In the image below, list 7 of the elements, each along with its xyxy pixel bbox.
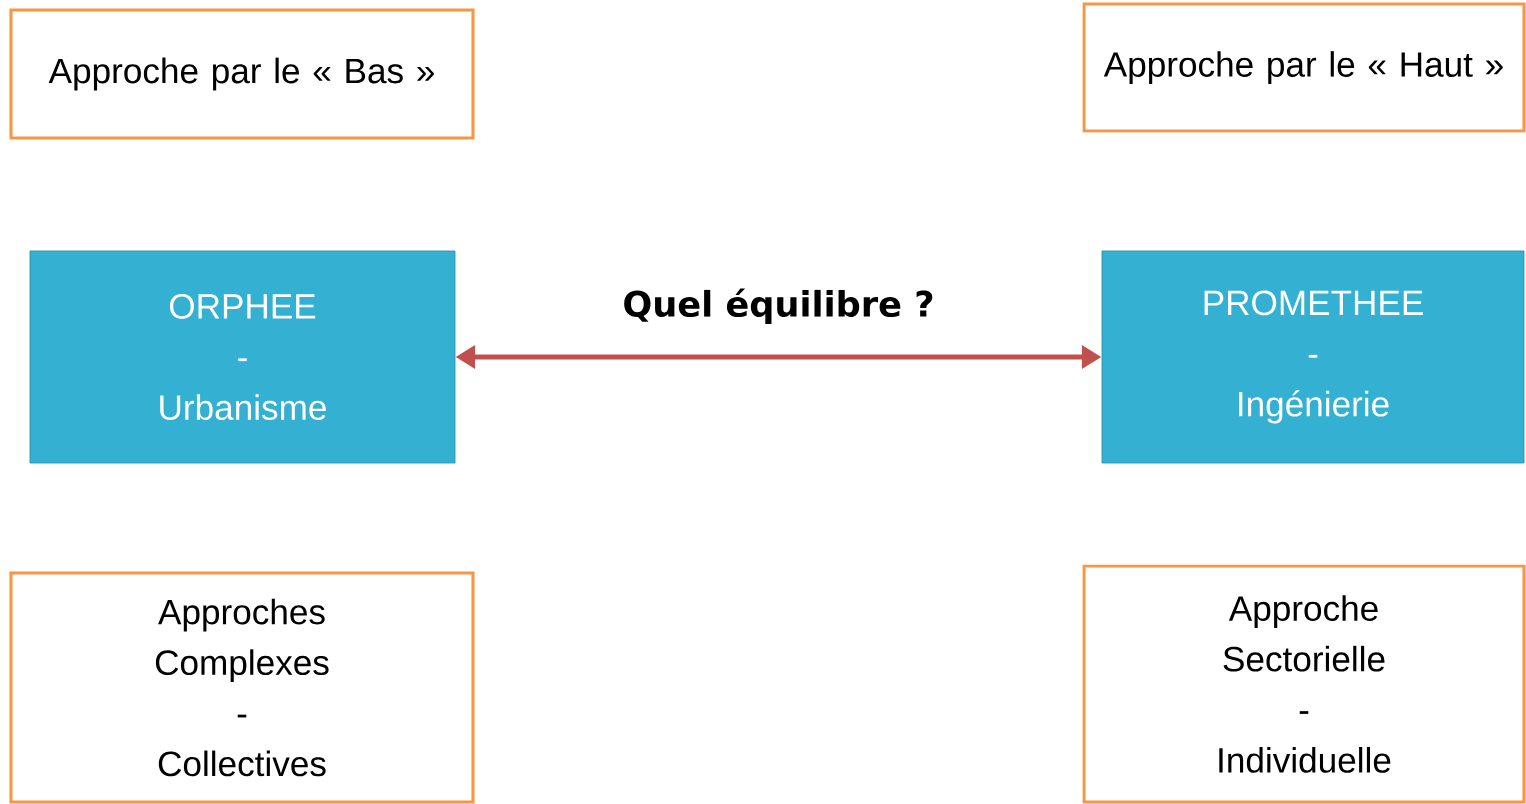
edge-label: Quel équilibre ? bbox=[619, 285, 938, 327]
text-box: Approche par le « Bas » bbox=[9, 8, 475, 140]
process-box: ORPHEE - Urbanisme bbox=[29, 250, 456, 464]
text-box: Approche Sectorielle - Individuelle bbox=[1082, 564, 1526, 804]
text-box: Approche par le « Haut » bbox=[1082, 2, 1526, 133]
text-box: Approches Complexes - Collectives bbox=[9, 571, 475, 804]
process-box: PROMETHEE - Ingénierie bbox=[1101, 250, 1525, 464]
